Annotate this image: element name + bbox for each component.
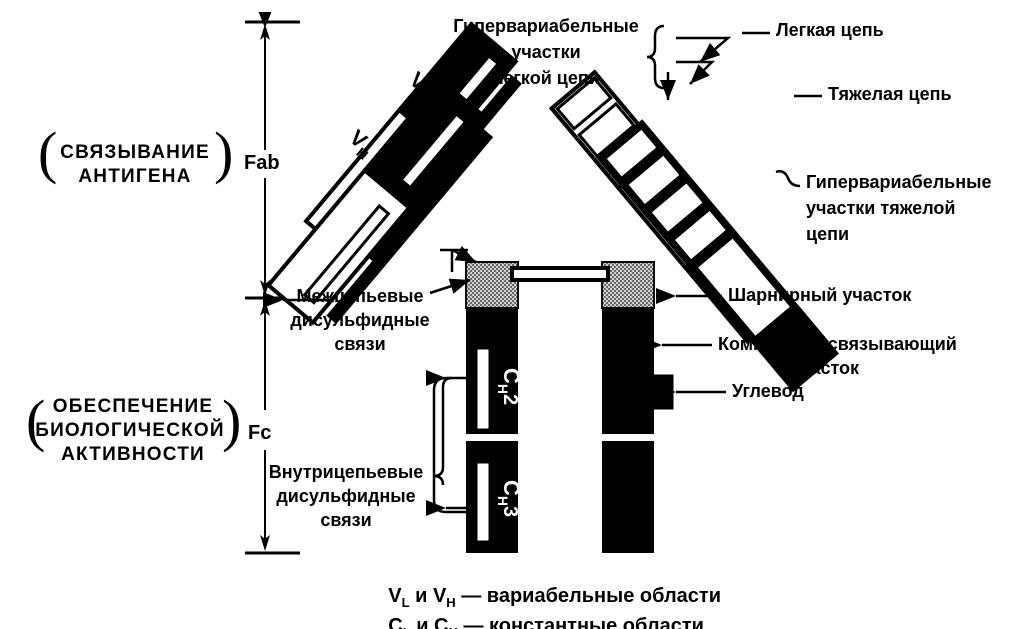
callout-leaders	[263, 24, 822, 516]
label-ch2: CH2	[495, 368, 524, 405]
fc-region-line3: АКТИВНОСТИ	[61, 444, 205, 465]
left-heavy-chain-fab	[265, 77, 494, 326]
fab-paren-close: )	[214, 120, 234, 185]
legend-line-1: VL и VH — вариабельные области	[366, 562, 721, 629]
fc-region-line2: БИОЛОГИЧЕСКОЙ	[35, 420, 225, 441]
legend-variable-text: — вариабельные области	[455, 585, 722, 607]
fab-marker: Fab	[244, 152, 280, 174]
label-cl: CL	[487, 153, 525, 191]
fc-marker: Fc	[248, 422, 272, 444]
legend-ch: и C	[410, 615, 449, 629]
carbohydrate-label: Углевод	[732, 381, 804, 401]
complement-binding-line2: участок	[790, 358, 860, 378]
fc-paren-open: (	[26, 388, 46, 453]
complement-binding-line1: Комплементсвязывающий	[718, 334, 957, 354]
legend-cl: C	[388, 615, 403, 629]
fc-region-line1: ОБЕСПЕЧЕНИЕ	[52, 396, 214, 417]
hypervariable-light-line1: Гипервариабельные	[453, 16, 639, 36]
hypervariable-light-line2: участки	[511, 42, 581, 62]
legend-cl-sub: L	[403, 625, 411, 629]
intrachain-disulfide-line2: дисульфидные	[276, 486, 416, 506]
legend-vh-sub: H	[446, 595, 456, 610]
light-chain-label: Легкая цепь	[776, 20, 884, 40]
fab-region-line1: СВЯЗЫВАНИЕ	[60, 142, 210, 163]
right-heavy-chain-fab	[596, 119, 839, 393]
hinge-region-label: Шарнирный участок	[728, 285, 912, 305]
legend-constant-text: — константные области	[457, 615, 704, 629]
hinge-and-fc-stem	[465, 261, 674, 553]
intrachain-disulfide-line3: связи	[320, 510, 372, 530]
hypervariable-light-line3: легкой цепи	[492, 68, 600, 88]
fc-paren-close: )	[222, 388, 242, 453]
label-ch3: CH3	[495, 480, 524, 517]
legend-ch-sub: H	[449, 625, 458, 629]
legend-vh: и V	[409, 585, 447, 607]
heavy-chain-label: Тяжелая цепь	[828, 84, 952, 104]
hypervariable-heavy-line2: участки тяжелой	[806, 198, 956, 218]
interchain-disulfide-line1: Межцепьевые	[296, 286, 424, 306]
interchain-disulfide-line3: связи	[334, 334, 386, 354]
carbohydrate-block	[646, 374, 674, 410]
legend-vl: V	[388, 585, 402, 607]
legend-vl-sub: L	[401, 595, 410, 610]
fab-paren-open: (	[38, 120, 58, 185]
fab-region-line2: АНТИГЕНА	[78, 166, 192, 187]
interchain-disulfide-line2: дисульфидные	[290, 310, 430, 330]
hypervariable-heavy-line1: Гипервариабельные	[806, 172, 992, 192]
hypervariable-heavy-line3: цепи	[806, 224, 850, 244]
fab-fc-scale	[245, 12, 300, 555]
intrachain-disulfide-line1: Внутрицепьевые	[268, 462, 424, 482]
legend-line-2: CL и CH — константные области	[366, 592, 704, 629]
